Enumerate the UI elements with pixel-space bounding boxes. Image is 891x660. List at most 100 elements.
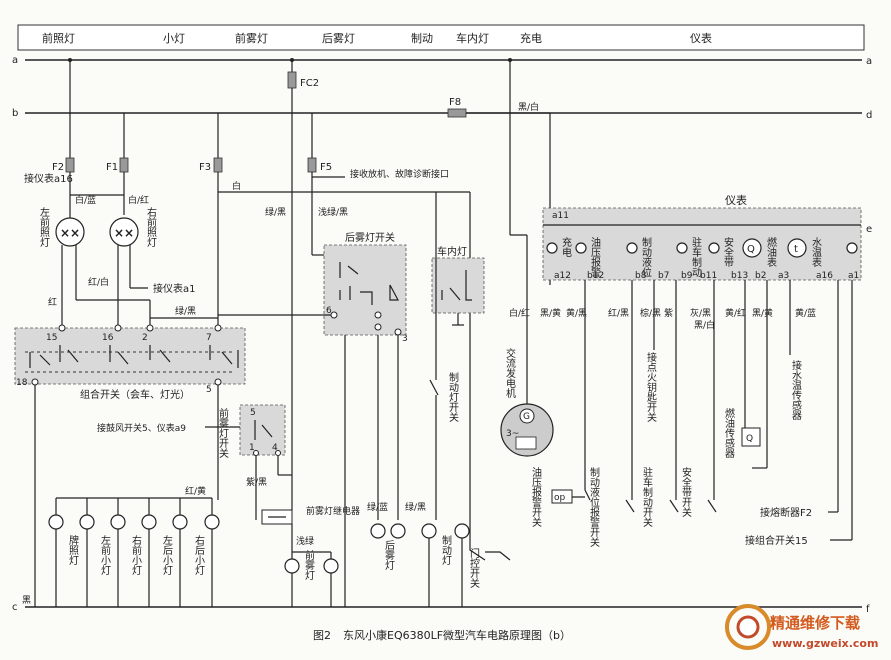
headlamp-group: ×× ×× 左前照灯 右前照灯 红/白 接仪表a1 红 绿/黑	[38, 195, 218, 330]
fuse-f8-label: F8	[449, 97, 461, 108]
lr-small-lamp-icon	[141, 514, 157, 530]
fog-pin-5: 5	[250, 408, 256, 418]
wire-white-red-2: 白/红	[509, 307, 530, 319]
brake-lamp-left-icon	[421, 523, 437, 539]
wire-yellow-blue: 黄/蓝	[795, 307, 816, 319]
fuse-f8	[447, 108, 467, 118]
label-ignition-switch: 接点火钥匙开关	[645, 351, 657, 423]
charge-lamp-icon	[546, 242, 558, 254]
wire-shallow-green-black: 浅绿/黑	[318, 206, 348, 218]
label-instrument-a16: 接仪表a16	[24, 172, 73, 185]
caption-title: 东风小康EQ6380LF微型汽车电路原理图（b）	[343, 628, 571, 642]
left-headlamp-icon	[55, 217, 85, 247]
label-fuel-sensor: 燃油传感器	[723, 407, 735, 459]
combo-pin-2: 2	[142, 333, 148, 343]
wire-purple-black: 紫/黑	[246, 477, 267, 488]
label-plate-lamp: 牌照灯	[67, 534, 79, 566]
pin-b8: b8	[635, 271, 647, 281]
interior-lamp: 车内灯	[431, 245, 485, 326]
wire-yellow-red: 黄/红	[725, 307, 746, 319]
combo-pin-5: 5	[206, 385, 212, 395]
wire-black-white: 黑/白	[518, 101, 539, 113]
label-lf-small: 左前小灯	[99, 534, 111, 576]
svg-text:××: ××	[60, 226, 80, 240]
pin-b9: b9	[681, 271, 693, 281]
watermark-logo-icon	[725, 604, 771, 650]
fog-pin-1: 1	[249, 443, 255, 453]
lf-small-lamp-icon	[79, 514, 95, 530]
label-door-switch: 门控开关	[468, 547, 480, 589]
label-seatbelt-switch: 安全带开关	[680, 466, 692, 518]
label-radio-diag: 接收放机、故障诊断接口	[350, 168, 449, 180]
warning-switches: op 油压报警开关 制动液位报警开关 驻车制动开关 安全带开关	[530, 466, 717, 548]
rf-small-lamp-icon	[110, 514, 126, 530]
bus-label-d: d	[866, 110, 872, 121]
fuel-gauge-icon	[742, 238, 762, 258]
wire-red-yellow: 红/黄	[185, 485, 206, 497]
fuse-f3-label: F3	[199, 162, 211, 173]
parking-brake-lamp-icon	[676, 242, 688, 254]
fuse-f1	[119, 157, 129, 173]
wire-red-white: 红/白	[88, 276, 109, 288]
alternator-3phase: 3~	[506, 429, 519, 439]
oil-pressure-lamp-icon	[575, 242, 587, 254]
figure-caption: 图2 东风小康EQ6380LF微型汽车电路原理图（b）	[313, 628, 571, 642]
section-instrument: 仪表	[690, 31, 712, 45]
fuse-f1-label: F1	[106, 162, 118, 173]
wire-white-blue: 白/蓝	[75, 194, 96, 206]
oil-pressure-op: op	[554, 493, 566, 503]
pin-a11: a11	[552, 211, 569, 221]
plate-lamp-icon	[48, 514, 64, 530]
wire-green-black-2: 绿/黑	[175, 305, 196, 317]
pin-a16: a16	[816, 271, 833, 281]
water-temp-gauge-icon	[787, 238, 807, 258]
item-seatbelt: 安全带	[722, 236, 734, 268]
section-rear-fog: 后雾灯	[322, 32, 355, 45]
front-fog-relay: 前雾灯继电器 浅绿 前雾灯	[261, 505, 360, 607]
label-front-fog-switch: 前雾灯开关	[217, 407, 229, 459]
label-front-fog-relay: 前雾灯继电器	[306, 505, 360, 517]
alternator: G 3~ 交流发电机 白/红	[500, 234, 554, 457]
label-rear-fog-lamp: 后雾灯	[383, 540, 395, 571]
alternator-g: G	[523, 412, 530, 422]
item-charging: 充电	[560, 236, 572, 257]
svg-text:××: ××	[114, 226, 134, 240]
pin-b12: b12	[587, 271, 604, 281]
combo-switch: 15 16 2 7 18 5 组合开关（会车、灯光）	[14, 324, 246, 607]
bus-label-f: f	[866, 604, 870, 615]
wire-green-blue: 绿/蓝	[367, 501, 388, 513]
fuel-sensor-q: Q	[746, 434, 753, 444]
pin-b11: b11	[700, 271, 717, 281]
pin-a3: a3	[778, 271, 789, 281]
wire-yellow-black: 黄/黑	[566, 307, 587, 319]
brake-circuit: 制动灯开关 制动灯 门控开关	[421, 192, 511, 607]
label-alternator: 交流发电机	[504, 347, 516, 399]
power-buses: a a b d c f	[12, 55, 872, 615]
combo-pin-16: 16	[102, 333, 114, 343]
fuse-f2-label: F2	[52, 162, 64, 173]
label-blower-switch: 接鼓风开关5、仪表a9	[97, 422, 186, 434]
label-to-instrument-a1: 接仪表a1	[153, 282, 196, 295]
fuel-gauge-q: Q	[747, 244, 755, 255]
front-fog-lamp-left-icon	[284, 558, 300, 574]
fuse-f5	[307, 157, 317, 173]
section-headlamp: 前照灯	[42, 31, 75, 45]
rr-small-lamp-icon	[172, 514, 188, 530]
wire-white: 白	[232, 180, 241, 192]
bus-label-c: c	[12, 602, 18, 613]
wire-green-black: 绿/黑	[265, 206, 286, 218]
right-headlamp-icon	[109, 217, 139, 247]
label-rf-small: 右前小灯	[130, 534, 142, 576]
front-fog-lamp-right-icon	[323, 558, 339, 574]
label-brake-switch: 制动灯开关	[447, 371, 459, 423]
rear-fog-lamp-right-icon	[390, 523, 406, 539]
wire-black: 黑	[22, 595, 31, 606]
wire-white-red: 白/红	[128, 194, 149, 206]
wire-black-yellow-2: 黑/黄	[752, 307, 773, 319]
section-brake: 制动	[411, 32, 433, 45]
item-parking-brake: 驻车制动	[690, 236, 702, 278]
label-water-temp-sensor: 接水温传感器	[790, 359, 802, 421]
section-header: 前照灯 小灯 前雾灯 后雾灯 制动 车内灯 充电 仪表	[17, 24, 865, 51]
wire-brown-black: 棕/黑	[640, 307, 661, 319]
pin-a1: a1	[848, 271, 859, 281]
